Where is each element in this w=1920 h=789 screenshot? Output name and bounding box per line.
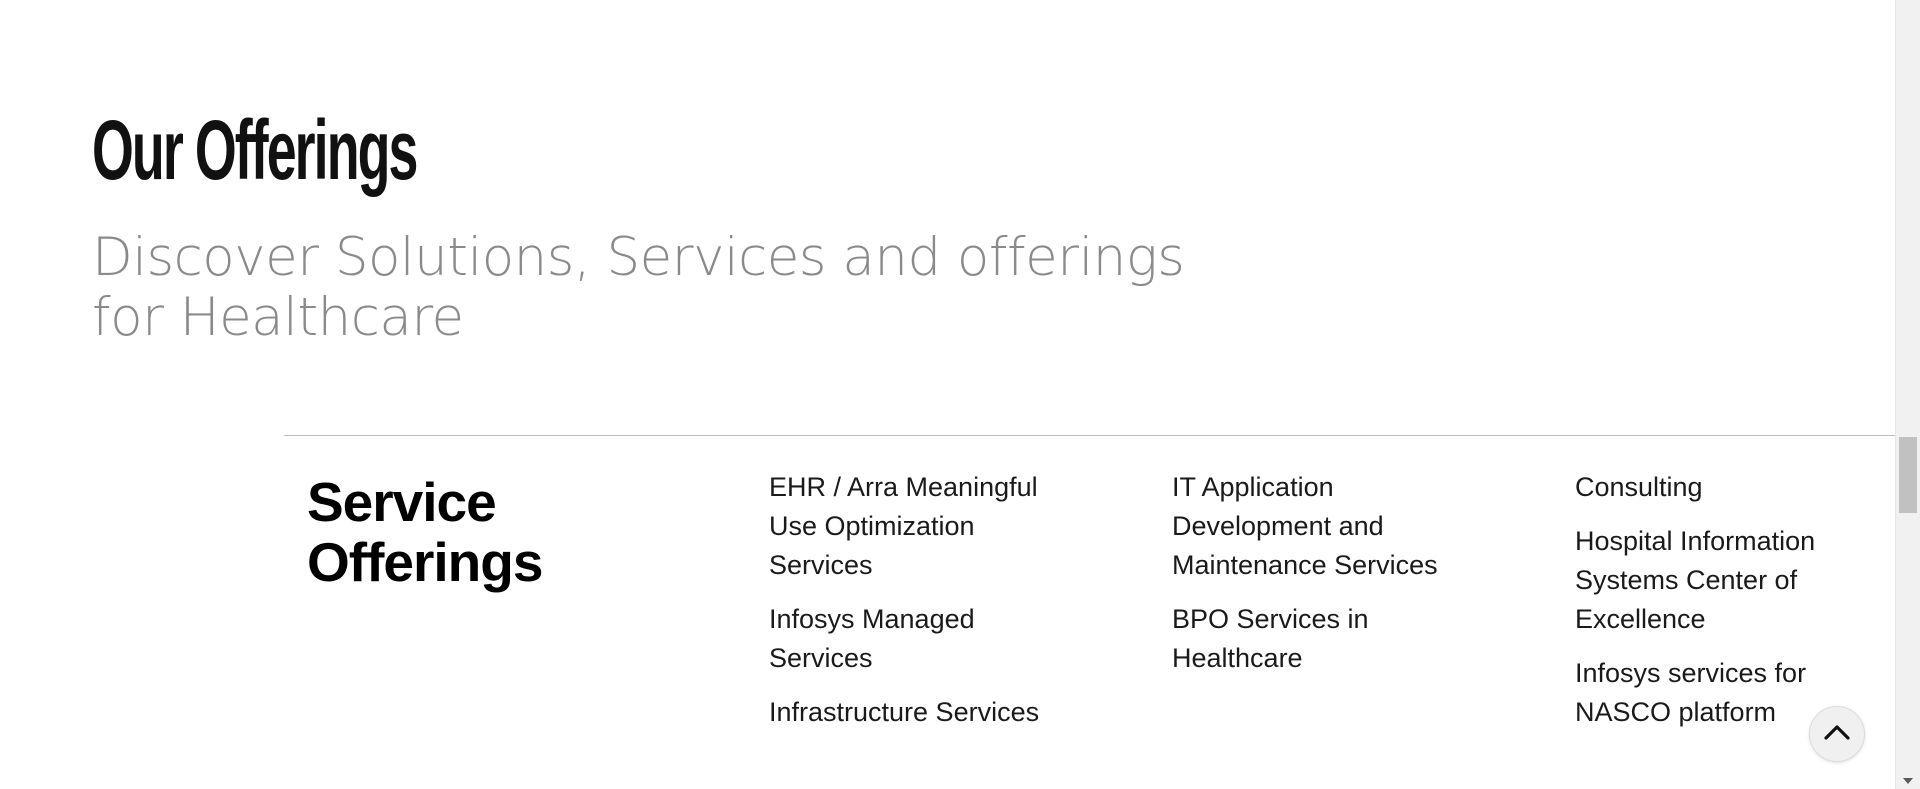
- scrollbar-thumb[interactable]: [1899, 437, 1917, 513]
- offering-link-bpo[interactable]: BPO Services in Healthcare: [1172, 604, 1369, 673]
- list-item: Infosys Managed Services: [769, 600, 1069, 678]
- offering-link-it-application[interactable]: IT Application Development and Maintenan…: [1172, 472, 1438, 580]
- list-item: EHR / Arra Meaningful Use Optimization S…: [769, 468, 1069, 585]
- back-to-top-button[interactable]: [1809, 706, 1865, 762]
- list-item: Hospital Information Systems Center of E…: [1575, 522, 1865, 639]
- offerings-column-3: Consulting Hospital Information Systems …: [1575, 468, 1865, 747]
- offering-link-nasco[interactable]: Infosys services for NASCO platform: [1575, 658, 1807, 727]
- page-subtitle: Discover Solutions, Services and offerin…: [92, 227, 1185, 348]
- page-title: Our Offerings: [92, 103, 418, 197]
- offering-link-his-coe[interactable]: Hospital Information Systems Center of E…: [1575, 526, 1816, 634]
- list-item: BPO Services in Healthcare: [1172, 600, 1472, 678]
- offering-link-managed-services[interactable]: Infosys Managed Services: [769, 604, 975, 673]
- list-item: Infosys services for NASCO platform: [1575, 654, 1865, 732]
- chevron-up-icon: [1823, 723, 1851, 746]
- arrow-down-icon[interactable]: [1903, 778, 1913, 784]
- offering-link-infrastructure[interactable]: Infrastructure Services: [769, 697, 1040, 727]
- section-divider: [284, 435, 1895, 436]
- list-item: Infrastructure Services: [769, 693, 1069, 732]
- offering-link-consulting[interactable]: Consulting: [1575, 472, 1703, 502]
- offerings-column-2: IT Application Development and Maintenan…: [1172, 468, 1472, 693]
- vertical-scrollbar[interactable]: [1895, 0, 1920, 789]
- offerings-column-1: EHR / Arra Meaningful Use Optimization S…: [769, 468, 1069, 747]
- list-item: Consulting: [1575, 468, 1865, 507]
- list-item: IT Application Development and Maintenan…: [1172, 468, 1472, 585]
- section-title: Service Offerings: [307, 471, 543, 593]
- offering-link-ehr[interactable]: EHR / Arra Meaningful Use Optimization S…: [769, 472, 1038, 580]
